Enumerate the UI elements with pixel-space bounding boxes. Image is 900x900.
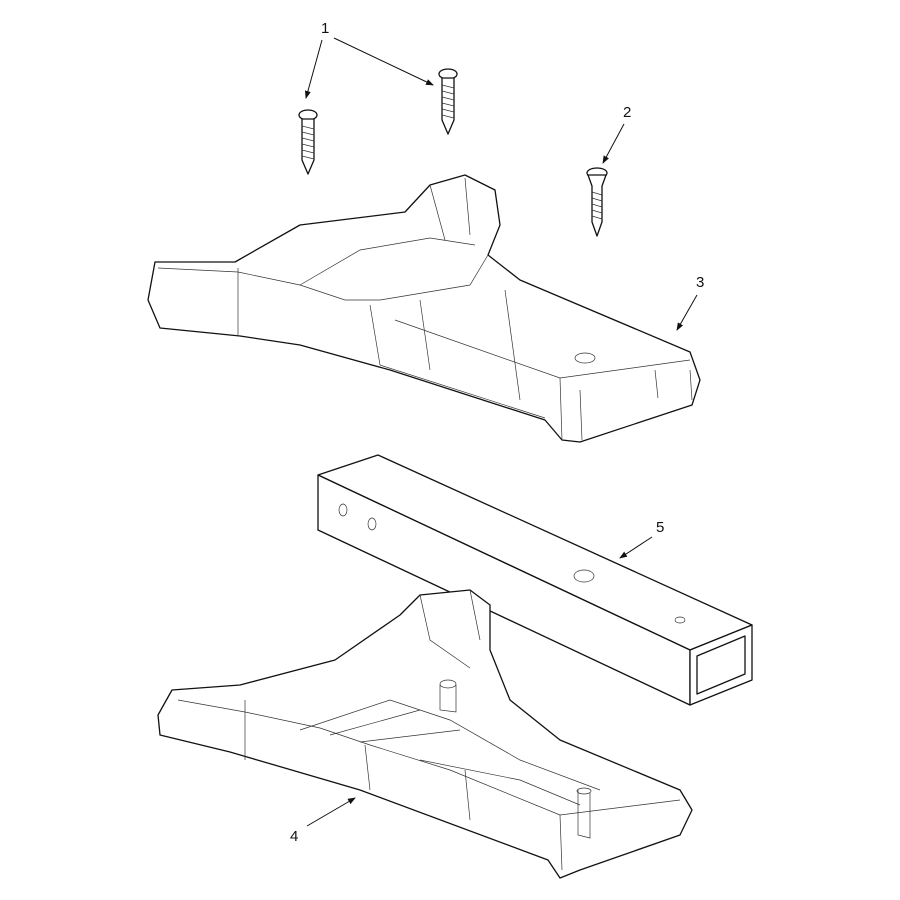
- callout-3: 3: [696, 274, 705, 291]
- square-tube: [317, 454, 753, 706]
- leader-2: [602, 123, 625, 164]
- upper-housing: [147, 174, 701, 443]
- leader-3: [676, 294, 698, 331]
- leader-1b: [333, 37, 434, 86]
- screw-1b: [438, 68, 458, 135]
- callout-2: 2: [623, 104, 632, 121]
- callout-4: 4: [290, 828, 299, 845]
- lower-housing: [157, 589, 693, 879]
- screw-2: [586, 167, 608, 237]
- leader-1a: [304, 39, 323, 99]
- leader-4: [306, 797, 356, 827]
- callout-1: 1: [321, 20, 330, 37]
- screw-1a: [298, 109, 318, 175]
- callout-5: 5: [656, 519, 665, 536]
- leader-5: [619, 536, 653, 559]
